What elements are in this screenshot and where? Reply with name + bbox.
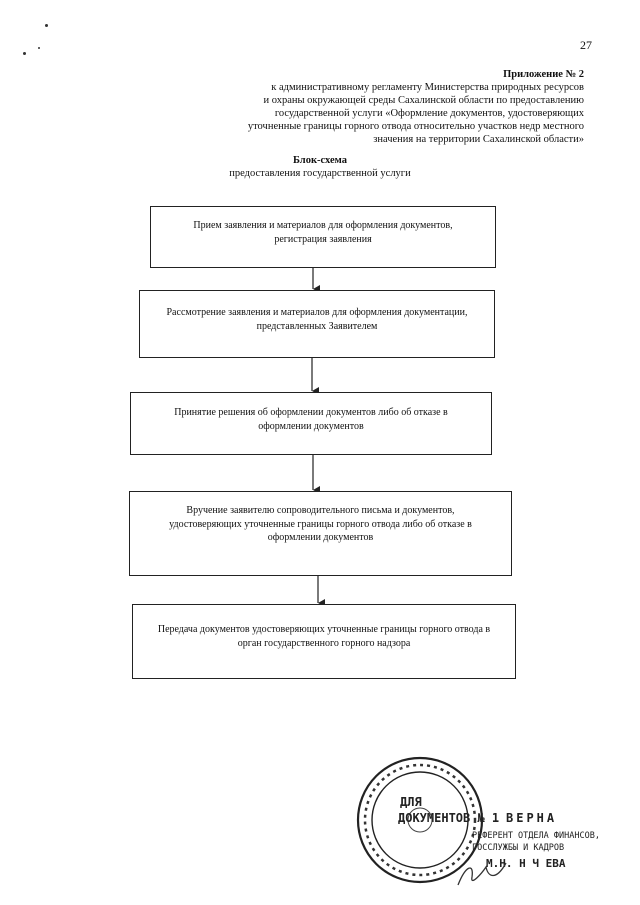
stamp-documents-label: ДОКУМЕНТОВ № 1 bbox=[398, 811, 500, 825]
stamp-line: ГОССЛУЖБЫ И КАДРОВ bbox=[472, 843, 565, 853]
flow-step-5: Передача документов удостоверяющих уточн… bbox=[132, 604, 516, 679]
flow-step-text: представленных Заявителем bbox=[256, 320, 378, 332]
stamp-line: РЕФЕРЕНТ ОТДЕЛА ФИНАНСОВ, bbox=[472, 831, 600, 841]
flow-step-text: оформлении документов bbox=[267, 532, 374, 543]
flow-step-text: Рассмотрение заявления и материалов для … bbox=[166, 307, 468, 318]
scan-speck bbox=[23, 52, 26, 55]
scheme-subtitle: предоставления государственной услуги bbox=[229, 168, 411, 179]
flow-step-text: оформлении документов bbox=[258, 420, 364, 432]
flow-step-text: Вручение заявителю сопроводительного пис… bbox=[186, 505, 455, 516]
appendix-title: Приложение № 2 bbox=[503, 69, 584, 80]
flow-step-text: орган государственного горного надзора bbox=[237, 637, 411, 649]
handwritten-signature bbox=[457, 862, 507, 886]
flow-step-text: Передача документов удостоверяющих уточн… bbox=[157, 624, 491, 635]
appendix-line: к административному регламенту Министерс… bbox=[271, 82, 584, 93]
scheme-title: Блок-схема bbox=[293, 155, 347, 166]
stamp-verna-label: ВЕРНА bbox=[506, 811, 558, 825]
flow-step-4: Вручение заявителю сопроводительного пис… bbox=[129, 491, 512, 576]
appendix-line: и охраны окружающей среды Сахалинской об… bbox=[263, 95, 584, 106]
certification-stamp: ДЛЯ ДОКУМЕНТОВ № 1 ВЕРНА РЕФЕРЕНТ ОТДЕЛА… bbox=[398, 795, 600, 890]
flow-step-text: Прием заявления и материалов для оформле… bbox=[193, 220, 453, 231]
stamp-for-label: ДЛЯ bbox=[400, 795, 422, 809]
page-number: 27 bbox=[580, 38, 592, 52]
stamp-signer: М.Н. Н Ч ЕВА bbox=[486, 857, 566, 870]
appendix-line: государственной услуги «Оформление докум… bbox=[274, 108, 584, 119]
appendix-line: уточненные границы горного отвода относи… bbox=[247, 121, 584, 132]
flow-step-2: Рассмотрение заявления и материалов для … bbox=[139, 290, 495, 358]
flow-step-text: удостоверяющих уточненные границы горног… bbox=[169, 518, 472, 530]
scan-speck bbox=[38, 47, 40, 49]
scheme-heading: Блок-схема предоставления государственно… bbox=[220, 154, 420, 180]
flow-step-1: Прием заявления и материалов для оформле… bbox=[150, 206, 496, 268]
flow-step-text: Принятие решения об оформлении документо… bbox=[174, 407, 448, 418]
scan-speck bbox=[45, 24, 48, 27]
official-seal bbox=[356, 756, 484, 884]
appendix-header: Приложение № 2 к административному регла… bbox=[200, 68, 584, 146]
appendix-line: значения на территории Сахалинской облас… bbox=[373, 134, 584, 145]
flow-step-text: регистрация заявления bbox=[274, 233, 372, 245]
flow-step-3: Принятие решения об оформлении документо… bbox=[130, 392, 492, 455]
